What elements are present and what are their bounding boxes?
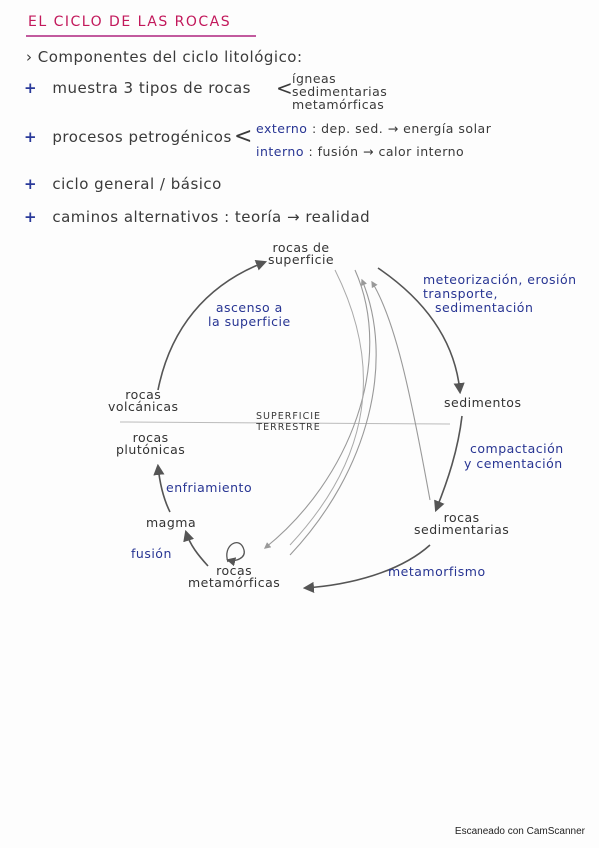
label-line: sedimentación (435, 300, 534, 315)
internal-label: interno (256, 144, 304, 159)
label-compaction: compactación y cementación (464, 441, 564, 471)
intro-line: › Componentes del ciclo litológico: (26, 48, 303, 66)
bullet-text: caminos alternativos : teoría → realidad (52, 208, 371, 226)
brace-icon: < (234, 124, 253, 149)
node-line: metamórficas (188, 575, 281, 590)
node-line: volcánicas (108, 399, 179, 414)
label-cooling: enfriamiento (166, 480, 253, 495)
title-underline (26, 35, 256, 37)
bullet-processes: + procesos petrogénicos (24, 128, 232, 146)
bullet-marker: + (24, 208, 38, 226)
intro-marker-icon: › (26, 48, 33, 66)
bullet-text: ciclo general / básico (52, 175, 222, 193)
external-label: externo (256, 121, 308, 136)
node-surface-rocks: rocas de superficie (268, 240, 335, 267)
scanner-footer: Escaneado con CamScanner (454, 826, 585, 837)
bullet-general-cycle: + ciclo general / básico (24, 175, 222, 193)
node-line: rocas de (272, 240, 330, 255)
earth-surface-line (119, 421, 451, 425)
arrow-uplift (157, 259, 268, 391)
label-line: y cementación (464, 456, 563, 471)
node-volcanic-rocks: rocas volcánicas (108, 387, 179, 414)
internal-process: interno : fusión → calor interno (256, 144, 464, 159)
arrow-loop (226, 542, 245, 567)
intro-text: Componentes del ciclo litológico: (37, 48, 303, 66)
bullet-alternative-paths: + caminos alternativos : teoría → realid… (24, 208, 370, 226)
label-line: ascenso a (215, 300, 283, 315)
alt-path-3 (289, 278, 377, 556)
label-line: la superficie (208, 314, 291, 329)
label-melting: fusión (131, 546, 172, 561)
label-line: TERRESTRE (256, 422, 321, 433)
label-line: meteorización, erosión (423, 272, 577, 287)
external-text: : dep. sed. → energía solar (311, 121, 492, 136)
external-process: externo : dep. sed. → energía solar (256, 121, 491, 136)
brace-icon: < (276, 76, 294, 100)
bullet-text: procesos petrogénicos (52, 128, 232, 146)
label-metamorphism: metamorfismo (388, 564, 486, 579)
node-metamorphic-rocks: rocas metamórficas (188, 563, 281, 590)
arrow-melting (183, 529, 209, 567)
node-line: superficie (268, 252, 335, 267)
alt-path-4 (289, 269, 364, 546)
node-line: rocas (132, 430, 169, 445)
node-sedimentary-rocks: rocas sedimentarias (414, 510, 510, 537)
label-line: SUPERFICIE (256, 411, 322, 422)
node-line: rocas (125, 387, 162, 402)
arrow-weathering (377, 267, 465, 395)
alt-path-2 (371, 280, 431, 501)
label-uplift: ascenso a la superficie (208, 301, 291, 329)
label-line: compactación (470, 441, 564, 456)
node-line: rocas (216, 563, 253, 578)
rock-type-igneous: ígneas (292, 71, 337, 86)
arrow-metamorphism (302, 544, 431, 593)
label-line: transporte, (423, 286, 498, 301)
bullet-marker: + (24, 79, 38, 97)
rock-type-sedimentary: sedimentarias (292, 84, 388, 99)
label-weathering: meteorización, erosión transporte, sedim… (423, 273, 577, 315)
node-plutonic-rocks: rocas plutónicas (116, 430, 186, 457)
rock-type-metamorphic: metamórficas (292, 97, 385, 112)
bullet-text: muestra 3 tipos de rocas (52, 79, 251, 97)
bullet-marker: + (24, 175, 38, 193)
bullet-marker: + (24, 128, 38, 146)
node-sediments: sedimentos (444, 395, 522, 410)
node-line: sedimentarias (414, 522, 510, 537)
page-title: EL CICLO DE LAS ROCAS (28, 14, 232, 30)
rock-types-list: ígneas sedimentarias metamórficas (292, 72, 387, 111)
label-earth-surface: SUPERFICIE TERRESTRE (256, 411, 321, 433)
node-line: rocas (443, 510, 480, 525)
arrow-compaction (434, 415, 463, 513)
node-line: plutónicas (116, 442, 186, 457)
bullet-rock-types: + muestra 3 tipos de rocas (24, 79, 251, 97)
alt-path-1 (263, 269, 371, 549)
internal-text: : fusión → calor interno (308, 144, 465, 159)
arrow-cooling (153, 463, 171, 513)
node-magma: magma (146, 515, 197, 530)
